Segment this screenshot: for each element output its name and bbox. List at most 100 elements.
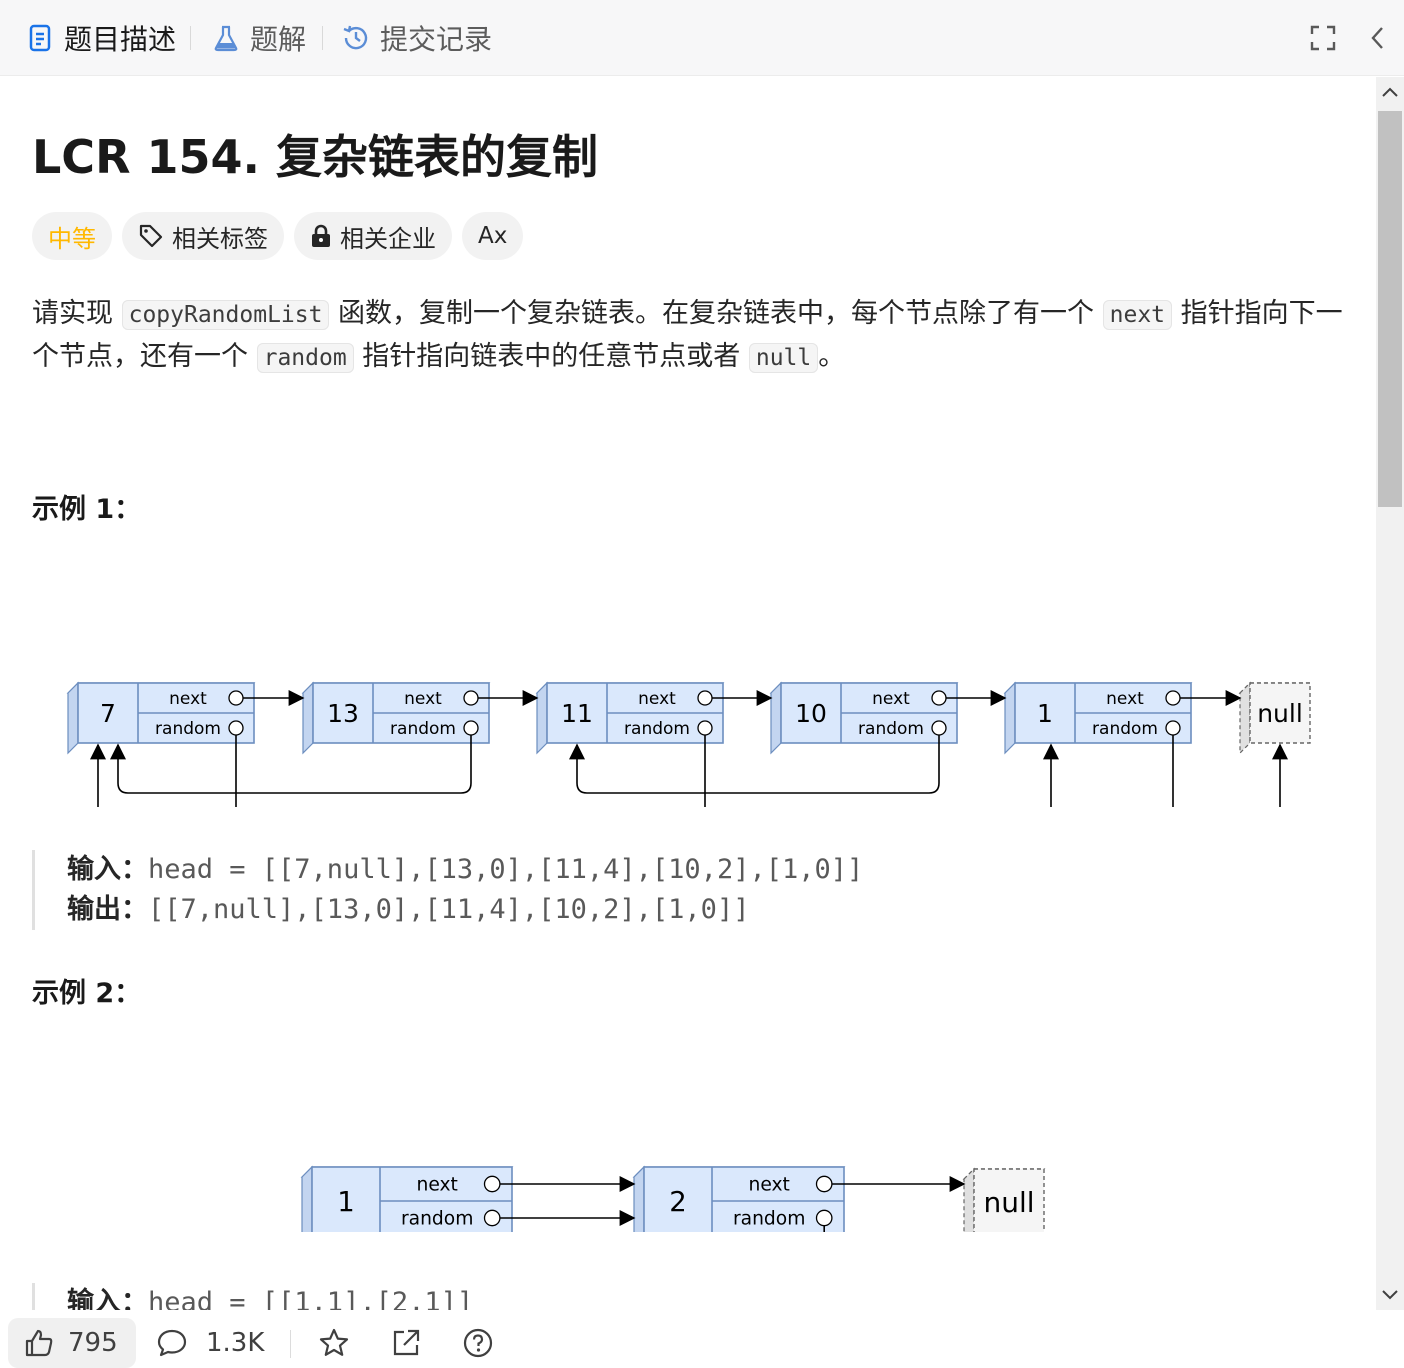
- node-value: 1: [1037, 699, 1053, 728]
- output-value: [[7,null],[13,0],[11,4],[10,2],[1,0]]: [148, 894, 750, 925]
- next-label: next: [416, 1175, 457, 1196]
- input-label: 输入：: [67, 1287, 148, 1310]
- next-port: [815, 1175, 833, 1193]
- help-button[interactable]: [462, 1318, 494, 1368]
- thumbs-up-icon: [24, 1328, 54, 1358]
- random-label: random: [858, 719, 924, 739]
- tab-submissions-label: 提交记录: [380, 22, 493, 56]
- next-label: next: [638, 689, 676, 709]
- history-icon: [340, 22, 372, 54]
- node-value: 2: [669, 1186, 687, 1218]
- fullscreen-icon[interactable]: [1307, 22, 1339, 54]
- problem-content: LCR 154. 复杂链表的复制 中等 相关标签 相关企业 Ax 请实现 cop…: [0, 77, 1376, 1310]
- next-label: next: [169, 689, 207, 709]
- related-companies-button[interactable]: 相关企业: [294, 212, 452, 260]
- random-port: [815, 1209, 833, 1227]
- next-port: [1165, 690, 1181, 706]
- null-node: null: [1238, 681, 1312, 755]
- like-count: 795: [68, 1328, 118, 1358]
- input-value: head = [[1,1],[2,1]]: [148, 1287, 474, 1310]
- next-label: next: [748, 1175, 789, 1196]
- random-port: [697, 720, 713, 736]
- tab-submissions[interactable]: 提交记录: [340, 0, 492, 76]
- example-2-title: 示例 2：: [32, 978, 142, 1009]
- random-port: [228, 720, 244, 736]
- random-label: random: [733, 1209, 805, 1230]
- next-label: next: [1106, 689, 1144, 709]
- node-value: 10: [795, 699, 827, 728]
- node-side-face: [67, 681, 79, 755]
- node-side-face: [536, 681, 548, 755]
- lock-icon: [310, 224, 332, 248]
- next-port: [697, 690, 713, 706]
- node-side-face: [302, 681, 314, 755]
- pointer-arrow: [110, 735, 472, 794]
- node-side-face: [770, 681, 782, 755]
- tag-icon: [138, 223, 164, 249]
- null-body: [1249, 682, 1311, 744]
- tab-divider: [322, 26, 323, 50]
- node-side-face: [1004, 681, 1016, 755]
- null-body: [973, 1168, 1045, 1232]
- comments-button[interactable]: 1.3K: [156, 1318, 264, 1368]
- random-label: random: [390, 719, 456, 739]
- chevron-left-icon[interactable]: [1362, 22, 1394, 54]
- next-port: [931, 690, 947, 706]
- next-port: [483, 1175, 501, 1193]
- null-label: null: [983, 1186, 1034, 1219]
- external-link-icon: [390, 1327, 422, 1359]
- flask-icon: [210, 22, 242, 54]
- list-node: 2 next random: [632, 1165, 846, 1232]
- desc-text: 请实现: [32, 298, 122, 329]
- problem-title: LCR 154. 复杂链表的复制: [32, 130, 599, 184]
- tab-bar: 题目描述 题解 提交记录: [0, 0, 1404, 76]
- code-next: next: [1102, 300, 1173, 330]
- translate-icon: Ax: [478, 223, 508, 249]
- problem-tags: 中等 相关标签 相关企业 Ax: [32, 212, 524, 260]
- problem-description: 请实现 copyRandomList 函数，复制一个复杂链表。在复杂链表中，每个…: [32, 293, 1352, 379]
- tab-solutions[interactable]: 题解: [210, 0, 306, 76]
- node-side-face: [301, 1165, 313, 1232]
- related-topics-label: 相关标签: [172, 224, 268, 253]
- null-side-face: [963, 1167, 975, 1232]
- null-label: null: [1257, 699, 1303, 728]
- node-body: [643, 1166, 845, 1232]
- next-label: next: [404, 689, 442, 709]
- translate-button[interactable]: Ax: [462, 212, 524, 260]
- share-button[interactable]: [390, 1318, 422, 1368]
- scrollbar-thumb[interactable]: [1378, 111, 1402, 507]
- favorite-button[interactable]: [318, 1318, 350, 1368]
- code-copyRandomList: copyRandomList: [121, 300, 330, 330]
- related-topics-button[interactable]: 相关标签: [122, 212, 284, 260]
- like-button[interactable]: 795: [8, 1318, 136, 1368]
- related-companies-label: 相关企业: [340, 224, 436, 253]
- input-label: 输入：: [67, 854, 148, 885]
- difficulty-badge: 中等: [32, 212, 112, 260]
- comment-icon: [156, 1328, 188, 1358]
- random-port: [463, 720, 479, 736]
- pointer-arrow: [235, 735, 1288, 807]
- desc-text: 指针指向下一个节点，还有一个: [32, 298, 1343, 372]
- comment-count: 1.3K: [206, 1328, 265, 1358]
- desc-text: 函数，复制一个复杂链表。在复杂链表中，每个节点除了有一个: [329, 298, 1103, 329]
- vertical-scrollbar[interactable]: [1376, 77, 1404, 1310]
- example-1-title: 示例 1：: [32, 494, 142, 525]
- random-label: random: [401, 1209, 473, 1230]
- input-value: head = [[7,null],[13,0],[11,4],[10,2],[1…: [148, 854, 864, 885]
- scroll-down-icon[interactable]: [1376, 1280, 1404, 1310]
- scroll-up-icon[interactable]: [1376, 77, 1404, 107]
- node-side-face: [633, 1165, 645, 1232]
- desc-text: 。: [818, 341, 846, 372]
- random-port: [1165, 720, 1181, 736]
- example-2-io: 输入：head = [[1,1],[2,1]]: [32, 1283, 473, 1310]
- tab-description[interactable]: 题目描述: [24, 0, 176, 76]
- divider: [290, 1330, 291, 1358]
- code-random: random: [256, 343, 354, 373]
